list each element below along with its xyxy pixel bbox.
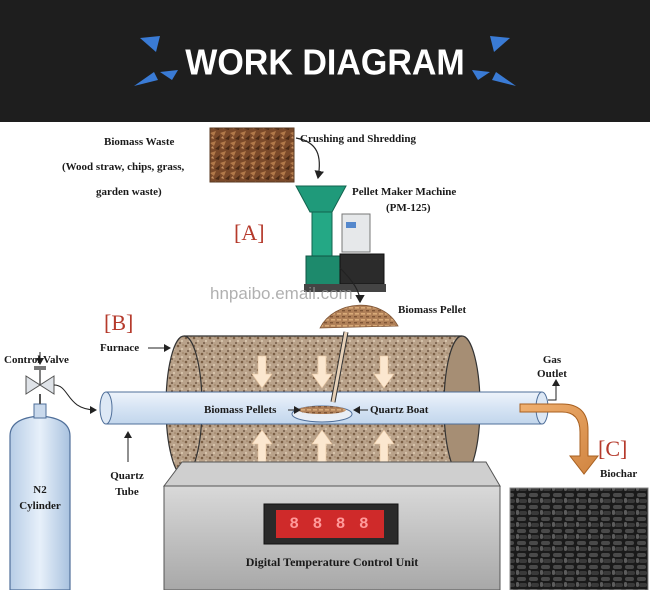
section-a-label: [A] — [234, 220, 265, 245]
machine-to-pellet-arrow — [339, 267, 365, 304]
biomass-waste-label-2: (Wood straw, chips, grass, — [62, 161, 185, 173]
quartz-tube-label-2: Tube — [115, 486, 139, 498]
banner-decorations — [134, 36, 516, 86]
biochar-label: Biochar — [600, 468, 638, 480]
quartz-boat — [291, 405, 353, 423]
biomass-waste-label-3: garden waste) — [96, 186, 162, 198]
biomass-pellet-label: Biomass Pellet — [398, 304, 467, 316]
quartz-boat-label: Quartz Boat — [370, 404, 429, 416]
crushing-arrow — [295, 137, 325, 180]
crushing-label: Crushing and Shredding — [300, 133, 416, 145]
control-valve — [25, 366, 55, 404]
temperature-display: 8 8 8 8 — [289, 515, 371, 533]
quartz-tube-label-1: Quartz — [110, 470, 144, 482]
gas-outlet-arrow — [548, 379, 560, 401]
n2-cylinder-label-2: Cylinder — [19, 500, 61, 512]
temperature-control-unit — [163, 461, 501, 590]
biochar-outlet-pipe — [519, 403, 600, 475]
n2-cylinder — [9, 403, 71, 590]
furnace-label: Furnace — [100, 342, 140, 354]
control-valve-label: Control Valve — [4, 354, 69, 366]
biomass-waste-image — [209, 127, 295, 183]
header-banner: WORK DIAGRAM — [0, 0, 650, 122]
right-chevron-icon — [490, 36, 516, 86]
gas-outlet-label-2: Outlet — [537, 368, 567, 380]
right-chevron-small-icon — [472, 70, 490, 80]
heat-arrows-bottom — [251, 429, 395, 463]
pellet-maker-label-2: (PM-125) — [386, 202, 431, 214]
left-chevron-icon — [134, 36, 160, 86]
biochar-image — [509, 487, 649, 590]
gas-outlet-label-1: Gas — [542, 354, 562, 366]
pellet-maker-label-1: Pellet Maker Machine — [352, 186, 457, 198]
section-c-label: [C] — [598, 436, 628, 461]
biomass-pellet-pile — [319, 304, 399, 329]
n2-cylinder-label-1: N2 — [33, 484, 47, 496]
control-unit-label: Digital Temperature Control Unit — [245, 555, 419, 569]
page-title: WORK DIAGRAM — [185, 43, 465, 83]
section-b-label: [B] — [104, 310, 134, 335]
left-chevron-small-icon — [160, 70, 178, 80]
biomass-waste-label-1: Biomass Waste — [104, 136, 175, 148]
biomass-pellets-label: Biomass Pellets — [204, 404, 277, 416]
gas-inlet-line — [53, 384, 97, 414]
pellet-maker-machine — [295, 185, 386, 292]
watermark: hnpaibo.email.com — [210, 284, 353, 303]
heat-arrows-top — [251, 355, 395, 389]
